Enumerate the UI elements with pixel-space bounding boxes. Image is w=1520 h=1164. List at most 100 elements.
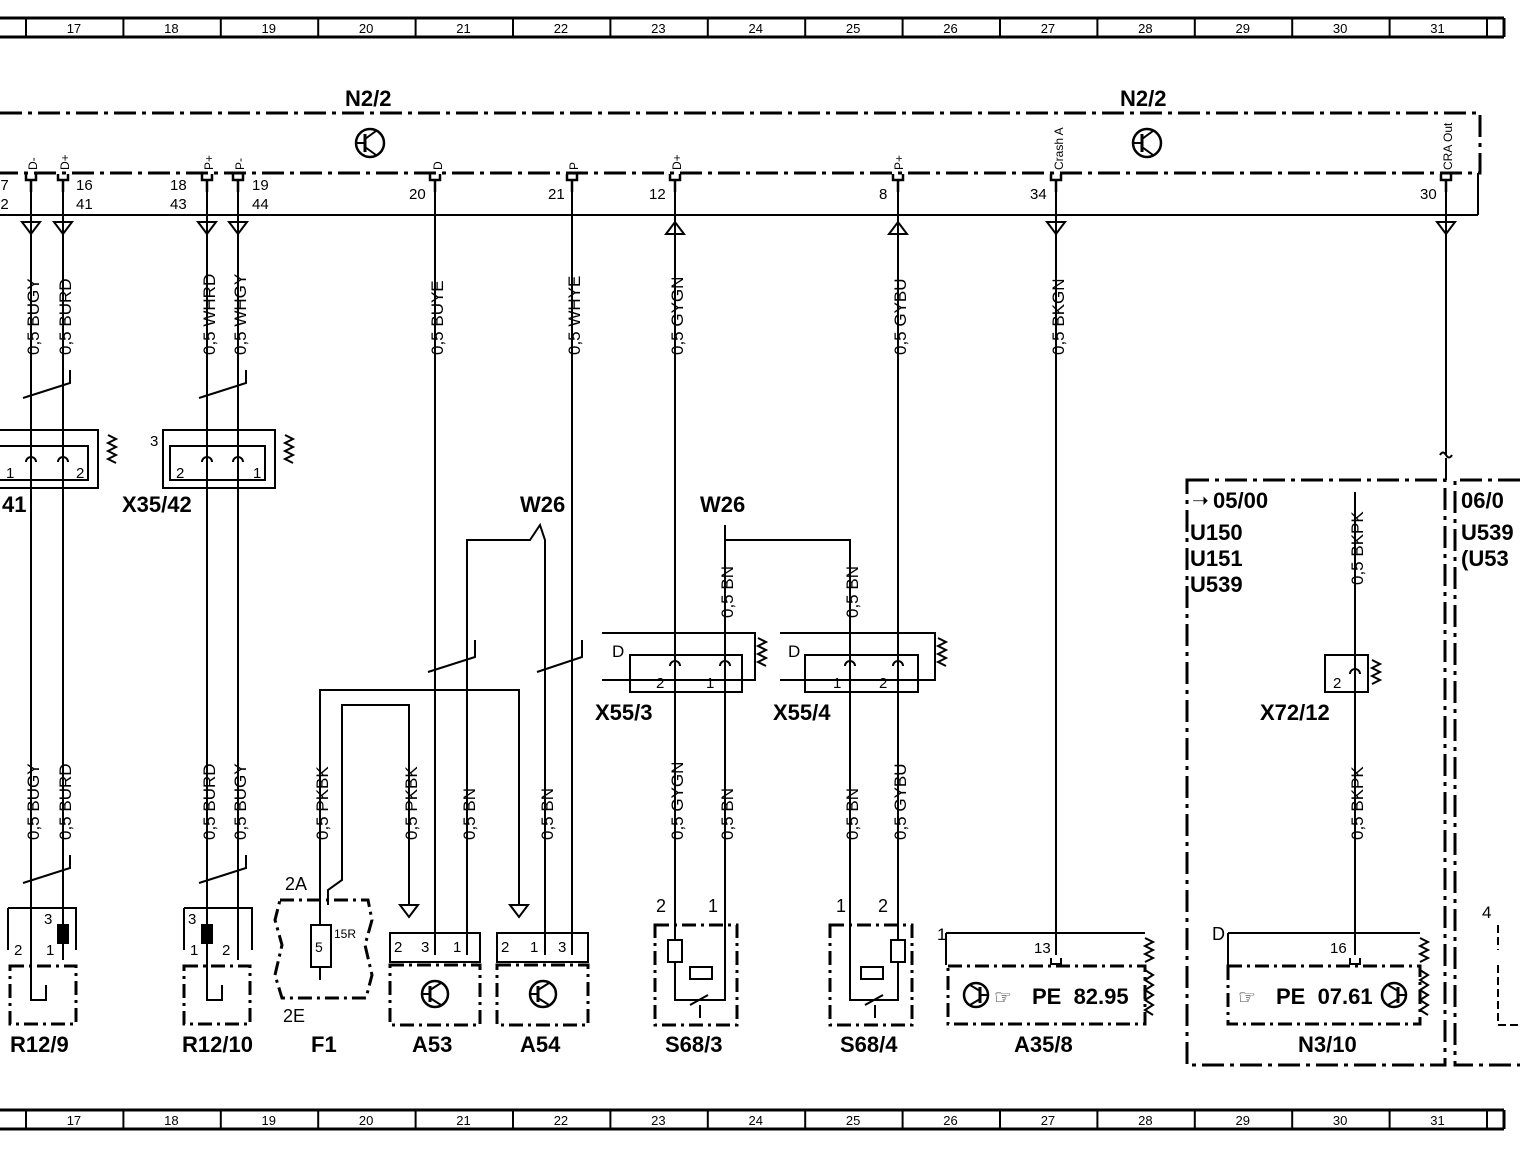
pin-name: Crash A — [1052, 127, 1066, 170]
component-label: R12/10 — [182, 1032, 253, 1057]
page-reference: PE 82.95 — [1032, 984, 1129, 1009]
ruler-number: 19 — [262, 21, 276, 36]
pin-number: 18 — [170, 177, 187, 194]
ruler-number: 25 — [846, 21, 860, 36]
wire-label: 0,5 PKBK — [402, 766, 421, 840]
component-label: R12/9 — [10, 1032, 69, 1057]
pin-number: 12 — [649, 186, 666, 203]
pin-number: 20 — [409, 186, 426, 203]
ruler-number: 21 — [456, 1113, 470, 1128]
ruler-number: 17 — [67, 1113, 81, 1128]
pin-number: 2 — [14, 942, 22, 959]
pin-name: P+ — [202, 155, 216, 170]
pin-number: 1 — [453, 939, 461, 956]
variant-date: 06/0 — [1461, 488, 1504, 513]
pin-number: 16 — [1330, 940, 1347, 957]
ruler-number: 24 — [749, 21, 763, 36]
fuse-number: 5 — [315, 939, 323, 955]
variant-model: (U53 — [1461, 546, 1509, 571]
splice-label: W26 — [520, 492, 565, 517]
connector-x72-12: 2 X72/12 — [1260, 654, 1383, 725]
pin-number: 13 — [1034, 940, 1051, 957]
component-label: A54 — [520, 1032, 561, 1057]
wire-label: 0,5 WHGY — [231, 274, 250, 355]
pin-number: 2 — [879, 675, 887, 692]
pin-number: 21 — [548, 186, 565, 203]
fuse-top: 2A — [285, 874, 307, 894]
ruler-number: 17 — [67, 21, 81, 36]
pin-number: 1 — [253, 465, 261, 482]
pin-number: 30 — [1420, 186, 1437, 203]
pin-number: 2 — [176, 465, 184, 482]
connector-code: D — [788, 642, 800, 661]
wire-label: 0,5 BKPK — [1348, 511, 1367, 585]
wire-label: 0,5 BKPK — [1348, 766, 1367, 840]
component-label: F1 — [311, 1032, 337, 1057]
wire-label: 0,5 BUGY — [24, 278, 43, 355]
pin-number: 1 — [6, 465, 14, 482]
component-n3-10: ☞ PE 07.61 D 16 N3/10 — [1212, 924, 1431, 1057]
component-r12-10: 3 1 2 R12/10 — [182, 907, 253, 1057]
variant-date: 05/00 — [1213, 488, 1268, 513]
component-a35-8: ☞ PE 82.95 1 13 A35/8 — [937, 925, 1156, 1057]
wire-label: 0,5 GYBU — [891, 763, 910, 840]
connector-label: X55/3 — [595, 700, 653, 725]
ruler-number: 27 — [1041, 21, 1055, 36]
component-label: S68/3 — [665, 1032, 723, 1057]
pointer-hand-icon: ☞ — [994, 987, 1012, 1009]
wire-label: 0,5 GYBU — [891, 278, 910, 355]
wire-label: 0,5 BN — [843, 788, 862, 840]
pin-number: 2 — [501, 939, 509, 956]
transistor-icon — [528, 979, 558, 1009]
component-s68-4: 1 2 S68/4 — [828, 896, 914, 1057]
pin-name: P+ — [892, 155, 906, 170]
ruler-number: 31 — [1430, 21, 1444, 36]
pin-name: CRA Out — [1441, 122, 1455, 170]
connector-x55-3: D 2 1 X55/3 — [595, 632, 769, 725]
wire-label: 0,5 GYGN — [668, 277, 687, 355]
transistor-icon — [420, 979, 450, 1009]
component-f1: 5 15R 2A 2E F1 — [273, 874, 374, 1057]
pin-number: 1 — [530, 939, 538, 956]
ruler-number: 29 — [1236, 21, 1250, 36]
component-a53: 2 3 1 A53 — [388, 932, 482, 1057]
connector-x55-4: D 1 2 X55/4 — [773, 632, 949, 725]
pin-number: 43 — [170, 196, 187, 213]
ruler-number: 18 — [164, 1113, 178, 1128]
fuse-tag: 15R — [334, 927, 356, 941]
pin-number: 2 — [656, 675, 664, 692]
variant-arrow-icon: ➝ — [1192, 490, 1209, 512]
wire-labels: 0,5 BUGY 0,5 BURD 0,5 WHRD 0,5 WHGY 0,5 … — [24, 274, 1367, 840]
wire-label: 0,5 GYGN — [668, 762, 687, 840]
connector-code: D — [612, 642, 624, 661]
ecu-label-right: N2/2 — [1120, 86, 1166, 111]
pin-number: 1 — [833, 675, 841, 692]
ruler-number: 23 — [651, 21, 665, 36]
connector-label: X72/12 — [1260, 700, 1330, 725]
connector-label: X35/42 — [122, 492, 192, 517]
variant-model: U539 — [1461, 520, 1514, 545]
variant-box-right: 06/0 U539 (U53 4 — [1453, 478, 1520, 1067]
connector-code: D — [1212, 924, 1225, 944]
pin-number: 4 — [1482, 903, 1491, 922]
pointer-hand-icon: ☞ — [1238, 987, 1256, 1009]
pin-number: 44 — [252, 196, 269, 213]
ruler-number: 22 — [554, 1113, 568, 1128]
ruler-number: 28 — [1138, 21, 1152, 36]
ruler-number: 26 — [943, 1113, 957, 1128]
pin-number: 2 — [222, 942, 230, 959]
wire-label: 0,5 BUGY — [231, 763, 250, 840]
wire-label: 0,5 BURD — [56, 278, 75, 355]
ruler-number: 18 — [164, 21, 178, 36]
ruler-number: 26 — [943, 21, 957, 36]
pin-name: D — [431, 161, 445, 170]
fuse-bottom: 2E — [283, 1006, 305, 1026]
pin-number: 3 — [44, 911, 52, 928]
connector-x35-42: 3 2 1 X35/42 — [122, 429, 296, 517]
wire-label: 0,5 BKGN — [1049, 278, 1068, 355]
component-label: N3/10 — [1298, 1032, 1357, 1057]
pin-name: D+ — [670, 154, 684, 170]
component-a54: 2 1 3 A54 — [495, 932, 590, 1057]
page-reference: PE 07.61 — [1276, 984, 1373, 1009]
